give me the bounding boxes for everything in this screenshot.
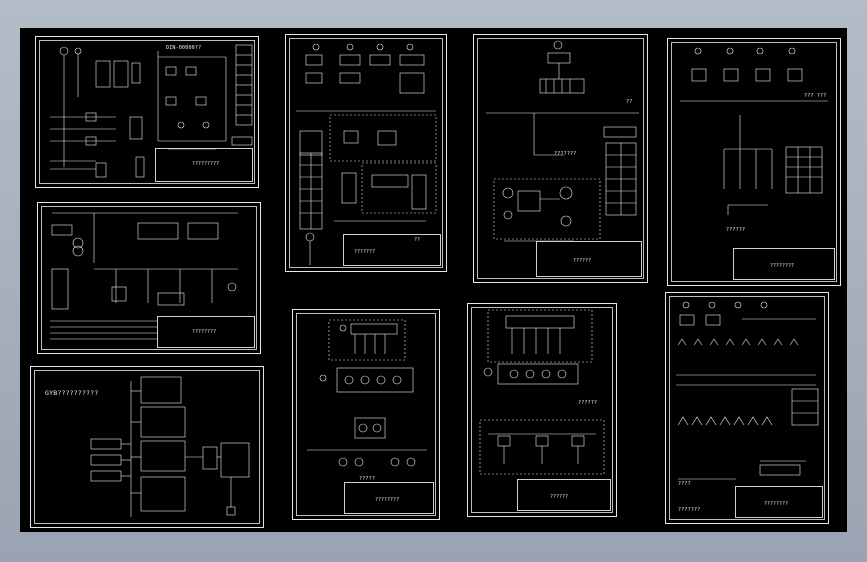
drawing-sheet-distribution[interactable]: ???? ??????? ???????? [665, 292, 829, 524]
sheet-label: ????? [359, 476, 376, 482]
drawing-sheet-incoming[interactable]: ?? ??????? ?????? [473, 34, 648, 283]
title-block: ?????? [536, 241, 642, 277]
title-block: ?????? [517, 479, 611, 511]
sheet-label: ??????? [678, 507, 701, 513]
cad-canvas[interactable]: DIN-00000?? ????????? ???????? [20, 28, 847, 532]
schematic-system [90, 376, 250, 517]
sheet-label: DIN-00000?? [166, 45, 202, 51]
drawing-sheet-system[interactable]: GYB?????????? [30, 366, 264, 528]
title-block-text: ?????? [550, 494, 569, 500]
sheet-label: ?????? [578, 400, 598, 406]
sheet-label: ??? ??? [804, 93, 827, 99]
title-block: ???????? [157, 316, 255, 348]
title-block-text: ????????? [192, 161, 220, 167]
title-block-text: ???????? [375, 497, 400, 503]
schematic-single-line [50, 212, 238, 340]
title-block-text: ?????? [573, 258, 592, 264]
title-block: ???????? [344, 482, 434, 514]
title-block-text: ???????? [192, 329, 217, 335]
title-block: ???????? [735, 486, 823, 518]
title-block: ????????? [155, 148, 253, 182]
title-block-text: ???????? [770, 263, 795, 269]
sheet-label: ?????? [726, 227, 746, 233]
title-block: ??????? ?? [343, 234, 441, 266]
sheet-label: ?? [626, 99, 633, 105]
sheet-heading: GYB?????????? [45, 389, 99, 397]
schematic-motor-control [307, 319, 427, 467]
schematic-control-circuit [50, 44, 253, 178]
title-block-text: ???????? [764, 501, 789, 507]
schematic-distribution [676, 301, 819, 480]
drawing-sheet-control-circuit[interactable]: DIN-00000?? ????????? [35, 36, 259, 188]
sheet-label: ??????? [554, 151, 577, 157]
schematic-meter-panel [296, 43, 437, 265]
schematic-branch [680, 47, 828, 215]
drawing-sheet-motor-control[interactable]: ????? ???????? [292, 309, 440, 520]
title-block-code: ?? [414, 237, 421, 243]
drawing-sheet-single-line[interactable]: ???????? [37, 202, 261, 354]
schematic-outgoing [479, 309, 605, 475]
drawing-sheet-branch[interactable]: ??? ??? ?????? ???????? [667, 38, 841, 286]
sheet-label: ???? [678, 481, 691, 487]
drawing-sheet-outgoing[interactable]: ?????? ?????? [467, 303, 617, 517]
drawing-sheet-meter-panel[interactable]: ??????? ?? [285, 34, 447, 272]
title-block: ???????? [733, 248, 835, 280]
title-block-text: ??????? [354, 249, 376, 255]
schematic-incoming [486, 40, 639, 242]
